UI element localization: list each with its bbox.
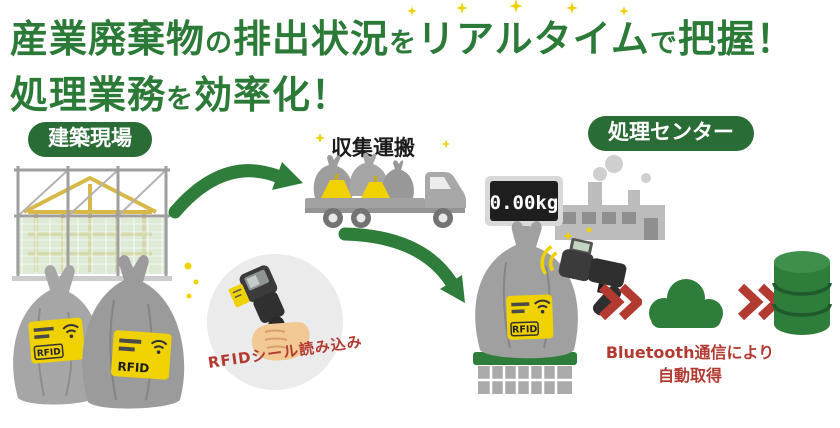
scale-display-value: 0.00kg bbox=[490, 192, 559, 214]
signal-arcs-icon bbox=[540, 245, 558, 276]
hand-icon bbox=[251, 322, 310, 361]
rfid-bag-tag: RFID bbox=[28, 317, 86, 364]
page-title-line1: 産業廃棄物 の 排出状況 を リアルタイム で 把握！ bbox=[10, 8, 795, 63]
waste-bags-illustration: RFID RFID bbox=[13, 255, 199, 409]
truck-cargo-bags bbox=[313, 152, 414, 198]
title-sparkles-icon bbox=[407, 0, 629, 16]
ground-line bbox=[12, 276, 172, 281]
title-segment: 排出状況 bbox=[233, 17, 390, 61]
wifi-icon bbox=[150, 340, 168, 354]
weighing-station-illustration: 0.00kg RFID bbox=[473, 155, 665, 394]
title-segment: 処理業務 bbox=[10, 73, 167, 117]
truck-bed bbox=[305, 198, 425, 210]
title-segment: 把握！ bbox=[677, 17, 795, 61]
scan-sparkles-icon bbox=[184, 262, 199, 299]
rfid-reader-callout bbox=[207, 254, 343, 390]
truck-icon bbox=[305, 152, 466, 228]
wifi-icon bbox=[534, 299, 551, 314]
bluetooth-note: Bluetooth通信により 自動取得 bbox=[595, 341, 785, 387]
title-segment: を bbox=[166, 84, 195, 115]
page-title-line2: 処理業務 を 効率化！ bbox=[10, 64, 350, 119]
cloud-icon bbox=[649, 279, 723, 328]
truck-window bbox=[430, 177, 451, 189]
bluetooth-note-line1: Bluetooth通信により bbox=[605, 343, 775, 362]
bluetooth-note-line2: 自動取得 bbox=[657, 366, 722, 386]
wifi-icon bbox=[62, 324, 79, 339]
scaffold-poles-icon bbox=[14, 166, 170, 276]
title-segment: 効率化！ bbox=[194, 73, 351, 117]
chevron-right-icon bbox=[598, 283, 642, 321]
flow-arrow-2-icon bbox=[338, 227, 465, 303]
flow-chevrons-1 bbox=[598, 283, 642, 321]
rfid-bag-tag: RFID bbox=[111, 330, 172, 380]
stage-badge-construction: 建築現場 bbox=[28, 122, 152, 157]
mesh-grid-lines bbox=[21, 218, 163, 274]
title-segment: 産業廃棄物 bbox=[10, 17, 206, 61]
truck-chassis bbox=[305, 208, 465, 213]
database-icon bbox=[772, 251, 832, 335]
rfid-tag-label: RFID bbox=[512, 324, 538, 336]
scale-base-pallet bbox=[478, 366, 572, 394]
title-segment-highlight: リアルタイム bbox=[417, 17, 650, 61]
rfid-tag-label: RFID bbox=[36, 347, 61, 359]
title-segment: の bbox=[205, 28, 234, 59]
scaffold-brace-icon bbox=[17, 169, 167, 217]
factory-icon bbox=[555, 155, 665, 240]
rfid-gun-icon bbox=[540, 238, 627, 316]
title-segment: で bbox=[649, 28, 678, 59]
rfid-tag-label: RFID bbox=[117, 359, 150, 375]
collection-sparkles-icon bbox=[314, 132, 451, 149]
rfid-bag-tag: RFID bbox=[506, 294, 554, 340]
scale-display: 0.00kg bbox=[485, 176, 563, 226]
stage-badge-processing: 処理センター bbox=[588, 116, 754, 151]
title-segment: を bbox=[389, 28, 418, 59]
flow-arrow-1-icon bbox=[168, 162, 303, 219]
mesh-grid-lines bbox=[18, 223, 166, 265]
truck-wheels bbox=[323, 208, 453, 228]
